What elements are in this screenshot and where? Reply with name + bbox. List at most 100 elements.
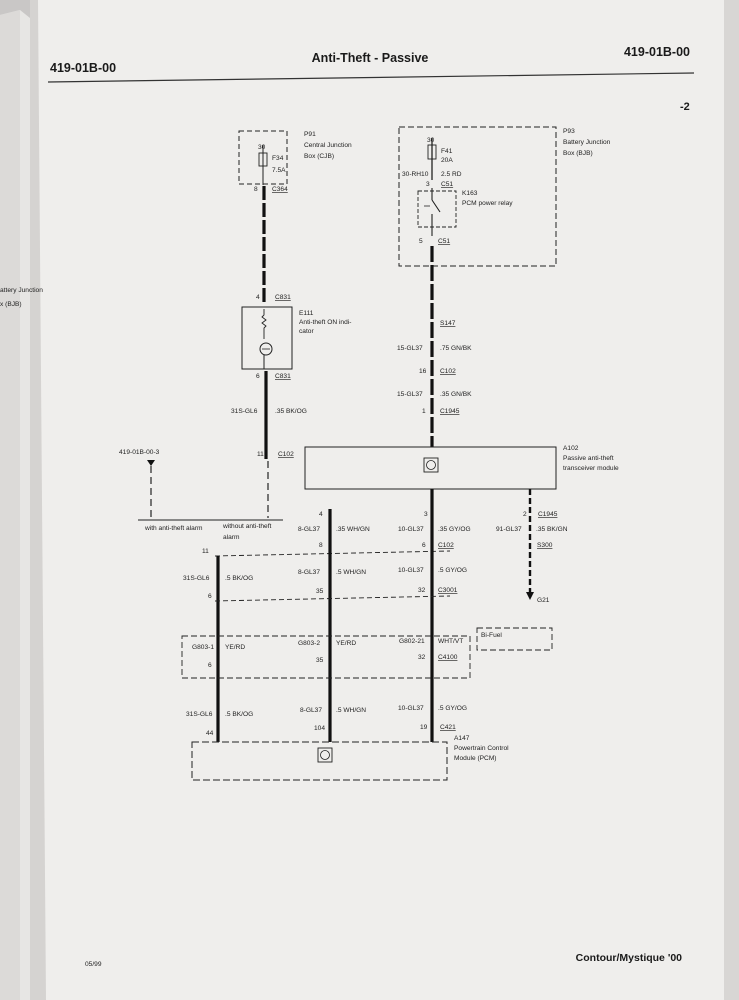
svg-text:8-GL37: 8-GL37 [298, 526, 320, 533]
svg-text:1: 1 [422, 408, 426, 415]
svg-text:C831: C831 [275, 294, 291, 301]
svg-text:Box (CJB): Box (CJB) [304, 153, 334, 160]
svg-text:30: 30 [258, 144, 266, 151]
svg-text:YE/RD: YE/RD [336, 640, 356, 647]
svg-text:transceiver module: transceiver module [563, 465, 619, 472]
svg-text:Bi-Fuel: Bi-Fuel [481, 632, 502, 639]
svg-text:35: 35 [316, 657, 324, 664]
svg-text:5: 5 [419, 238, 423, 245]
svg-text:8-GL37: 8-GL37 [300, 707, 322, 714]
svg-text:31S-GL6: 31S-GL6 [183, 575, 210, 582]
connector-c1945-a: C1945 [440, 408, 460, 415]
svg-text:G803-1: G803-1 [192, 644, 214, 651]
svg-text:E111: E111 [299, 310, 314, 317]
p93-battery-junction-box: 30 F41 20A 30-RH10 2.5 RD 3 C51 P93 Batt… [398, 126, 611, 267]
header-code-right: 419-01B-00 [624, 45, 690, 59]
svg-text:6: 6 [208, 593, 212, 600]
svg-text:35: 35 [316, 588, 324, 595]
splice-s147: S147 [440, 320, 456, 327]
svg-text:16: 16 [419, 368, 427, 375]
svg-text:30: 30 [427, 137, 435, 144]
header-code-left: 419-01B-00 [50, 61, 116, 75]
svg-text:PCM power relay: PCM power relay [462, 200, 513, 207]
svg-text:Passive anti-theft: Passive anti-theft [563, 455, 614, 462]
e111-anti-theft-indicator: 4 C831 E111 Anti-theft ON indi- cator 6 … [241, 294, 351, 380]
svg-text:.5 BK/OG: .5 BK/OG [225, 575, 253, 582]
svg-text:2: 2 [523, 511, 527, 518]
svg-text:Battery Junction: Battery Junction [563, 139, 611, 146]
connector-c3001: C3001 [438, 587, 458, 594]
connector-c1945-b: C1945 [538, 511, 558, 518]
svg-text:G803-2: G803-2 [298, 640, 320, 647]
svg-text:19: 19 [420, 724, 428, 731]
svg-text:6: 6 [422, 542, 426, 549]
svg-text:.5 GY/OG: .5 GY/OG [438, 705, 467, 712]
svg-text:.5 WH/GN: .5 WH/GN [336, 707, 366, 714]
svg-text:.35 BK/GN: .35 BK/GN [536, 526, 568, 533]
svg-text:F34: F34 [272, 155, 284, 162]
svg-text:C51: C51 [438, 238, 450, 245]
svg-text:G21: G21 [537, 597, 550, 604]
svg-text:.5 WH/GN: .5 WH/GN [336, 569, 366, 576]
resistor-symbol [261, 309, 267, 339]
page-sheet [30, 0, 730, 1000]
svg-text:Powertrain Control: Powertrain Control [454, 745, 509, 752]
splice-s300: S300 [537, 542, 553, 549]
option-without-alarm: without anti-theft [222, 523, 272, 530]
svg-text:11: 11 [202, 548, 209, 555]
header-title: Anti-Theft - Passive [312, 51, 429, 65]
svg-text:.35 GN/BK: .35 GN/BK [440, 391, 472, 398]
svg-text:6: 6 [208, 662, 212, 669]
svg-text:YE/RD: YE/RD [225, 644, 245, 651]
svg-text:32: 32 [418, 587, 426, 594]
header-rule [47, 72, 695, 83]
margin-fragment-2: x (BJB) [0, 301, 22, 308]
page-gutter-shadow [30, 0, 46, 1000]
connector-c102-a: C102 [278, 451, 294, 458]
svg-text:alarm: alarm [223, 534, 240, 541]
margin-fragment-1: attery Junction [0, 287, 43, 294]
svg-text:2.5 RD: 2.5 RD [441, 171, 462, 178]
svg-text:3: 3 [426, 181, 430, 188]
svg-text:.5 BK/OG: .5 BK/OG [225, 711, 253, 718]
svg-text:A147: A147 [454, 735, 470, 742]
svg-text:31S-GL6: 31S-GL6 [186, 711, 213, 718]
svg-text:15-GL37: 15-GL37 [397, 391, 423, 398]
ref-arrow-icon [147, 460, 155, 466]
svg-text:.35 GY/OG: .35 GY/OG [438, 526, 471, 533]
svg-text:P93: P93 [563, 128, 575, 135]
footer-model: Contour/Mystique '00 [576, 952, 682, 964]
svg-text:8: 8 [319, 542, 323, 549]
connector-c4100: C4100 [438, 654, 458, 661]
svg-text:3: 3 [424, 511, 428, 518]
svg-text:cator: cator [299, 328, 314, 335]
connector-c102-c: C102 [438, 542, 454, 549]
a147-pcm-module: A147 Powertrain Control Module (PCM) [191, 735, 509, 781]
wire-31s-gl6-label: 31S-GL6 [231, 408, 258, 415]
svg-text:44: 44 [206, 730, 214, 737]
svg-text:.75 GN/BK: .75 GN/BK [440, 345, 472, 352]
footer-date: 05/99 [85, 961, 102, 968]
svg-text:G802-21: G802-21 [399, 638, 425, 645]
svg-text:7.5A: 7.5A [272, 167, 286, 174]
relay-k163-symbol [417, 190, 457, 228]
svg-text:10-GL37: 10-GL37 [398, 705, 424, 712]
wire-31s-gl6-color: .35 BK/OG [275, 408, 307, 415]
svg-text:P91: P91 [304, 131, 316, 138]
ground-g21-icon [526, 592, 534, 600]
svg-text:WHT/VT: WHT/VT [438, 638, 463, 645]
svg-text:F41: F41 [441, 148, 453, 155]
svg-text:.35 WH/GN: .35 WH/GN [336, 526, 370, 533]
svg-text:.5 GY/OG: .5 GY/OG [438, 567, 467, 574]
svg-text:Module (PCM): Module (PCM) [454, 755, 497, 762]
connector-c421: C421 [440, 724, 456, 731]
svg-text:6: 6 [256, 373, 260, 380]
svg-text:104: 104 [314, 725, 325, 732]
pcm-symbol-icon [317, 747, 333, 763]
svg-text:C364: C364 [272, 186, 288, 193]
module-symbol-icon [423, 457, 439, 473]
svg-text:20A: 20A [441, 157, 453, 164]
svg-text:32: 32 [418, 654, 426, 661]
ref-link[interactable]: 419-01B-00-3 [119, 449, 160, 456]
